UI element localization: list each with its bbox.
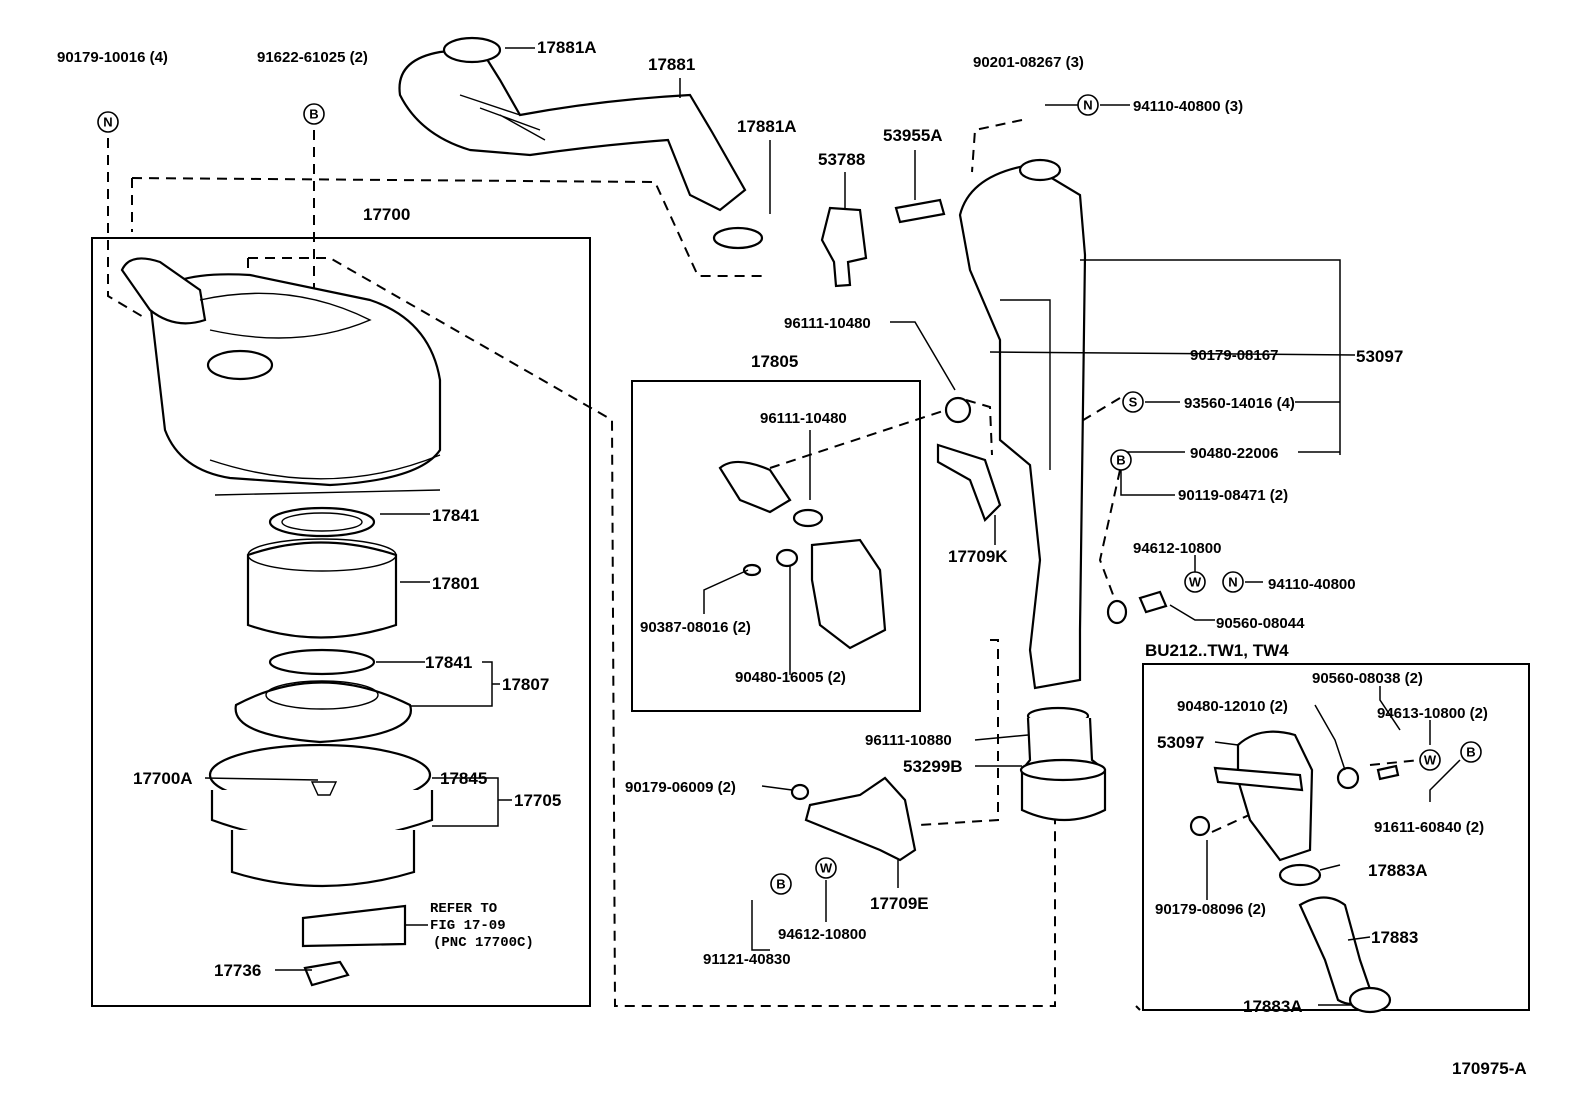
- air-duct-part: [958, 158, 1087, 690]
- bracket-17709e-part: [804, 776, 917, 862]
- label-90179-06009: 90179-06009 (2): [625, 779, 736, 796]
- filter-element-part: [234, 506, 412, 744]
- svg-text:B: B: [776, 877, 785, 892]
- label-90480-16005: 90480-16005 (2): [735, 669, 846, 686]
- label-93560-14016: 93560-14016 (4): [1184, 395, 1295, 412]
- label-90179-10016: 90179-10016 (4): [57, 49, 168, 66]
- vsv-part: [894, 198, 946, 224]
- hose-subassembly-parts: [718, 460, 887, 650]
- svg-text:B: B: [309, 107, 318, 122]
- variant-box-title: BU212..TW1, TW4: [1145, 641, 1289, 660]
- label-96111-10480-b: 96111-10480: [760, 410, 847, 427]
- label-90179-08167: 90179-08167: [1190, 347, 1278, 364]
- label-17805: 17805: [751, 352, 798, 371]
- symbol-n-94110-40800-3: N: [1077, 94, 1099, 116]
- refer-note-line-2: FIG 17-09: [430, 918, 506, 934]
- refer-note-line-3: (PNC 17700C): [433, 935, 534, 951]
- symbol-n-94110-40800: N: [1222, 571, 1244, 593]
- label-91611-60840: 91611-60840 (2): [1374, 819, 1484, 836]
- svg-text:N: N: [103, 115, 112, 130]
- air-cleaner-group-box: [91, 237, 591, 1007]
- label-90560-08038: 90560-08038 (2): [1312, 670, 1423, 687]
- label-53788: 53788: [818, 150, 865, 169]
- variant-hose-parts: [1189, 730, 1400, 1014]
- svg-text:B: B: [1116, 453, 1125, 468]
- label-53955a: 53955A: [883, 126, 943, 145]
- label-17700: 17700: [363, 205, 410, 224]
- hose-subassembly-box: [631, 380, 921, 712]
- label-53299b: 53299B: [903, 757, 963, 776]
- label-17881: 17881: [648, 55, 695, 74]
- label-91121-40830: 91121-40830: [703, 951, 791, 968]
- label-90119-08471: 90119-08471 (2): [1178, 487, 1288, 504]
- symbol-s-93560-14016: S: [1122, 391, 1144, 413]
- label-90480-22006: 90480-22006: [1190, 445, 1278, 462]
- bracket-part: [820, 206, 868, 288]
- label-17736: 17736: [214, 961, 261, 980]
- rubber-hose-part: [1019, 706, 1107, 822]
- label-90480-12010: 90480-12010 (2): [1177, 698, 1288, 715]
- label-17801: 17801: [432, 574, 479, 593]
- label-17700a: 17700A: [133, 769, 193, 788]
- refer-note-line-1: REFER TO: [430, 901, 497, 917]
- label-90179-08096: 90179-08096 (2): [1155, 901, 1266, 918]
- label-17709k: 17709K: [948, 547, 1008, 566]
- svg-text:B: B: [1466, 745, 1475, 760]
- air-cleaner-case-part: [208, 743, 434, 888]
- part-labels: 90179-10016 (4) 91622-61025 (2) 17881A 1…: [57, 38, 1527, 1078]
- nut-part: [790, 783, 810, 801]
- variant-box: [1142, 663, 1530, 1011]
- label-94110-40800-3: 94110-40800 (3): [1133, 98, 1243, 115]
- symbol-b-91121-40830: B: [770, 873, 792, 895]
- label-94613-10800: 94613-10800 (2): [1377, 705, 1488, 722]
- air-cleaner-cap-part: [120, 257, 442, 496]
- label-17845: 17845: [440, 769, 487, 788]
- symbol-w-94612-10800-b: W: [815, 857, 837, 879]
- grommet-part: [1106, 599, 1128, 625]
- svg-text:W: W: [1424, 753, 1437, 768]
- symbol-b-91622-61025: B: [303, 103, 325, 125]
- label-90201-08267: 90201-08267 (3): [973, 54, 1084, 71]
- svg-text:N: N: [1228, 575, 1237, 590]
- label-53097-main: 53097: [1356, 347, 1403, 366]
- label-53097-box: 53097: [1157, 733, 1204, 752]
- label-17883a-top: 17883A: [1368, 861, 1428, 880]
- label-96111-10880: 96111-10880: [865, 732, 952, 749]
- label-17841-bottom: 17841: [425, 653, 472, 672]
- svg-text:W: W: [1189, 575, 1202, 590]
- symbol-w-94612-10800: W: [1184, 571, 1206, 593]
- symbol-b-91611-60840: B: [1460, 741, 1482, 763]
- clip-part: [303, 960, 350, 987]
- clamp-part: [944, 396, 972, 424]
- fastener-symbols: N B N S B W N W B W B: [97, 94, 1482, 895]
- leader-lines: [204, 47, 1461, 1006]
- refer-plate: [301, 904, 407, 948]
- label-94110-40800: 94110-40800: [1268, 576, 1356, 593]
- label-17881a-top: 17881A: [537, 38, 597, 57]
- label-96111-10480-a: 96111-10480: [784, 315, 871, 332]
- label-94612-10800-b: 94612-10800: [778, 926, 866, 943]
- label-94612-10800-a: 94612-10800: [1133, 540, 1221, 557]
- figure-id: 170975-A: [1452, 1059, 1527, 1078]
- symbol-b-90119-08471: B: [1110, 449, 1132, 471]
- symbol-n-90179-10016: N: [97, 111, 119, 133]
- label-17841-top: 17841: [432, 506, 479, 525]
- label-91622-61025: 91622-61025 (2): [257, 49, 368, 66]
- label-17709e: 17709E: [870, 894, 929, 913]
- label-17881a-mid: 17881A: [737, 117, 797, 136]
- svg-text:S: S: [1129, 395, 1138, 410]
- label-17807: 17807: [502, 675, 549, 694]
- svg-text:W: W: [820, 861, 833, 876]
- symbol-w-94613-10800: W: [1419, 749, 1441, 771]
- label-17705: 17705: [514, 791, 561, 810]
- grommet-small-part: [1138, 590, 1168, 614]
- svg-text:N: N: [1083, 98, 1092, 113]
- label-17883: 17883: [1371, 928, 1418, 947]
- label-90387-08016: 90387-08016 (2): [640, 619, 751, 636]
- intake-hose-part: [398, 36, 764, 250]
- label-17883a-bottom: 17883A: [1243, 997, 1303, 1016]
- bracket-17709k-part: [936, 443, 1002, 522]
- label-90560-08044: 90560-08044: [1216, 615, 1305, 632]
